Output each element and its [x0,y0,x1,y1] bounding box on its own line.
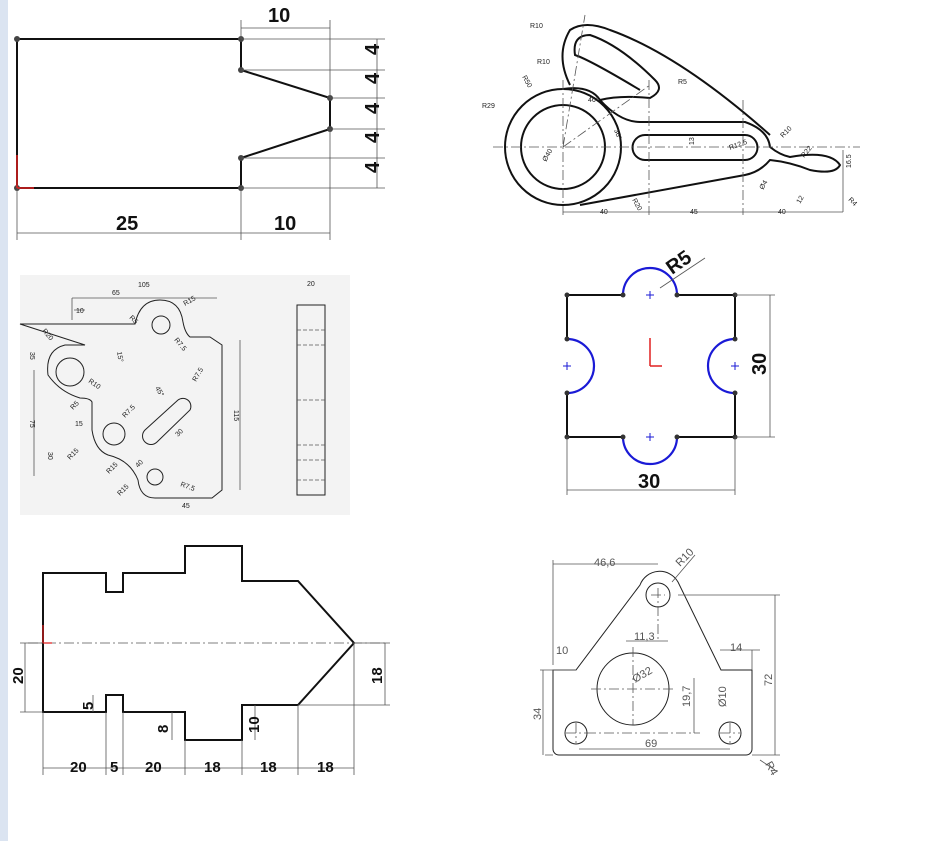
dim-label: 45 [690,209,698,216]
dim-label: 18 [317,759,334,776]
dim-label: 20 [145,759,162,776]
dim-label: 20 [70,759,87,776]
dim-label: R29 [482,103,495,110]
dim-label: 5 [80,702,97,710]
dim-label: 18 [204,759,221,776]
dim-label: R20 [630,198,643,213]
dim-label: 15 [75,421,83,428]
dim-label: 13 [689,137,696,145]
dim-label: Ø10 [717,686,729,707]
dim-label: 18 [260,759,277,776]
dim-label: Ø32 [631,665,655,686]
dim-label: 46° [588,96,599,104]
dim-label: 40 [600,209,608,216]
dim-label: R5 [128,314,139,325]
square-with-arcs-drawing: R5 30 30 [563,246,775,495]
dim-label: R5 [69,400,80,411]
dim-label: Ø40 [542,148,555,163]
dim-label: 30 [46,452,53,460]
dim-label: 14 [730,642,742,654]
dim-label: R10 [530,23,543,30]
lever-arm-drawing: R10 R10 R50 R29 46° 36° R5 13 Ø40 R12.5 … [482,14,860,216]
dim-label: 65 [112,290,120,297]
dim-label: 45 [182,503,190,510]
stepped-shaft-drawing: 20 5 8 10 18 20 5 20 18 18 18 [10,545,390,776]
dim-label: 10 [246,716,263,733]
dim-label: R10 [674,546,697,569]
dim-label: 25 [116,213,138,235]
dim-label: R4 [847,196,858,207]
dim-label: 19,7 [681,686,693,707]
dim-label: 11,3 [634,631,655,643]
dim-label: 46,6 [594,557,615,569]
dim-label: 30 [638,471,660,493]
dim-label: 34 [532,708,544,720]
dim-label: 4 [362,161,384,173]
dim-label: 69 [645,738,657,750]
dim-label: 30 [174,428,185,439]
dim-label: R4 [762,760,779,778]
left-scrollbar-strip [0,0,8,841]
dim-label: R50 [520,75,533,90]
dim-label: 75 [28,420,35,428]
dim-label: 4 [362,102,384,114]
dim-label: R5 [678,79,687,86]
dim-label: R10 [779,125,793,139]
dim-label: 35 [28,352,35,360]
dim-label: 10 [274,213,296,235]
dim-label: 4 [362,43,384,55]
dim-label: 8 [155,725,172,733]
zigzag-profile-drawing: 10 4 4 4 4 4 25 10 [14,5,385,240]
dim-label: 4 [362,72,384,84]
dim-label: 20 [307,281,315,288]
dim-label: 18 [369,667,386,684]
dim-label: 36° [612,128,623,141]
dim-label: 115 [232,410,239,421]
dim-label: 20 [10,667,27,684]
dim-label: 5 [110,759,118,776]
dim-label: 10 [268,5,290,27]
dim-label: R12.5 [728,139,748,152]
dim-label: 4 [362,131,384,143]
dim-label: Ø4 [759,179,770,191]
dim-label: 10 [556,645,568,657]
bracket-plate-drawing: 105 65 10 R5 R15 R7.5 R20 35 15° R10 45°… [19,275,350,515]
dim-label: 105 [138,282,150,289]
dim-label: 30 [749,353,771,375]
dim-label: R7.5 [179,481,195,493]
dim-label: 10 [76,308,84,315]
dim-label: R10 [537,59,550,66]
dim-label: 72 [763,674,775,686]
dim-label: 16.5 [846,154,853,168]
dim-label: 15° [115,351,125,363]
triangular-plate-drawing: 46,6 R10 11,3 10 14 Ø32 19,7 Ø10 72 34 6… [532,546,780,778]
dim-label: 40 [134,459,145,470]
dim-label: 40 [778,209,786,216]
dim-label: 12 [796,195,806,205]
